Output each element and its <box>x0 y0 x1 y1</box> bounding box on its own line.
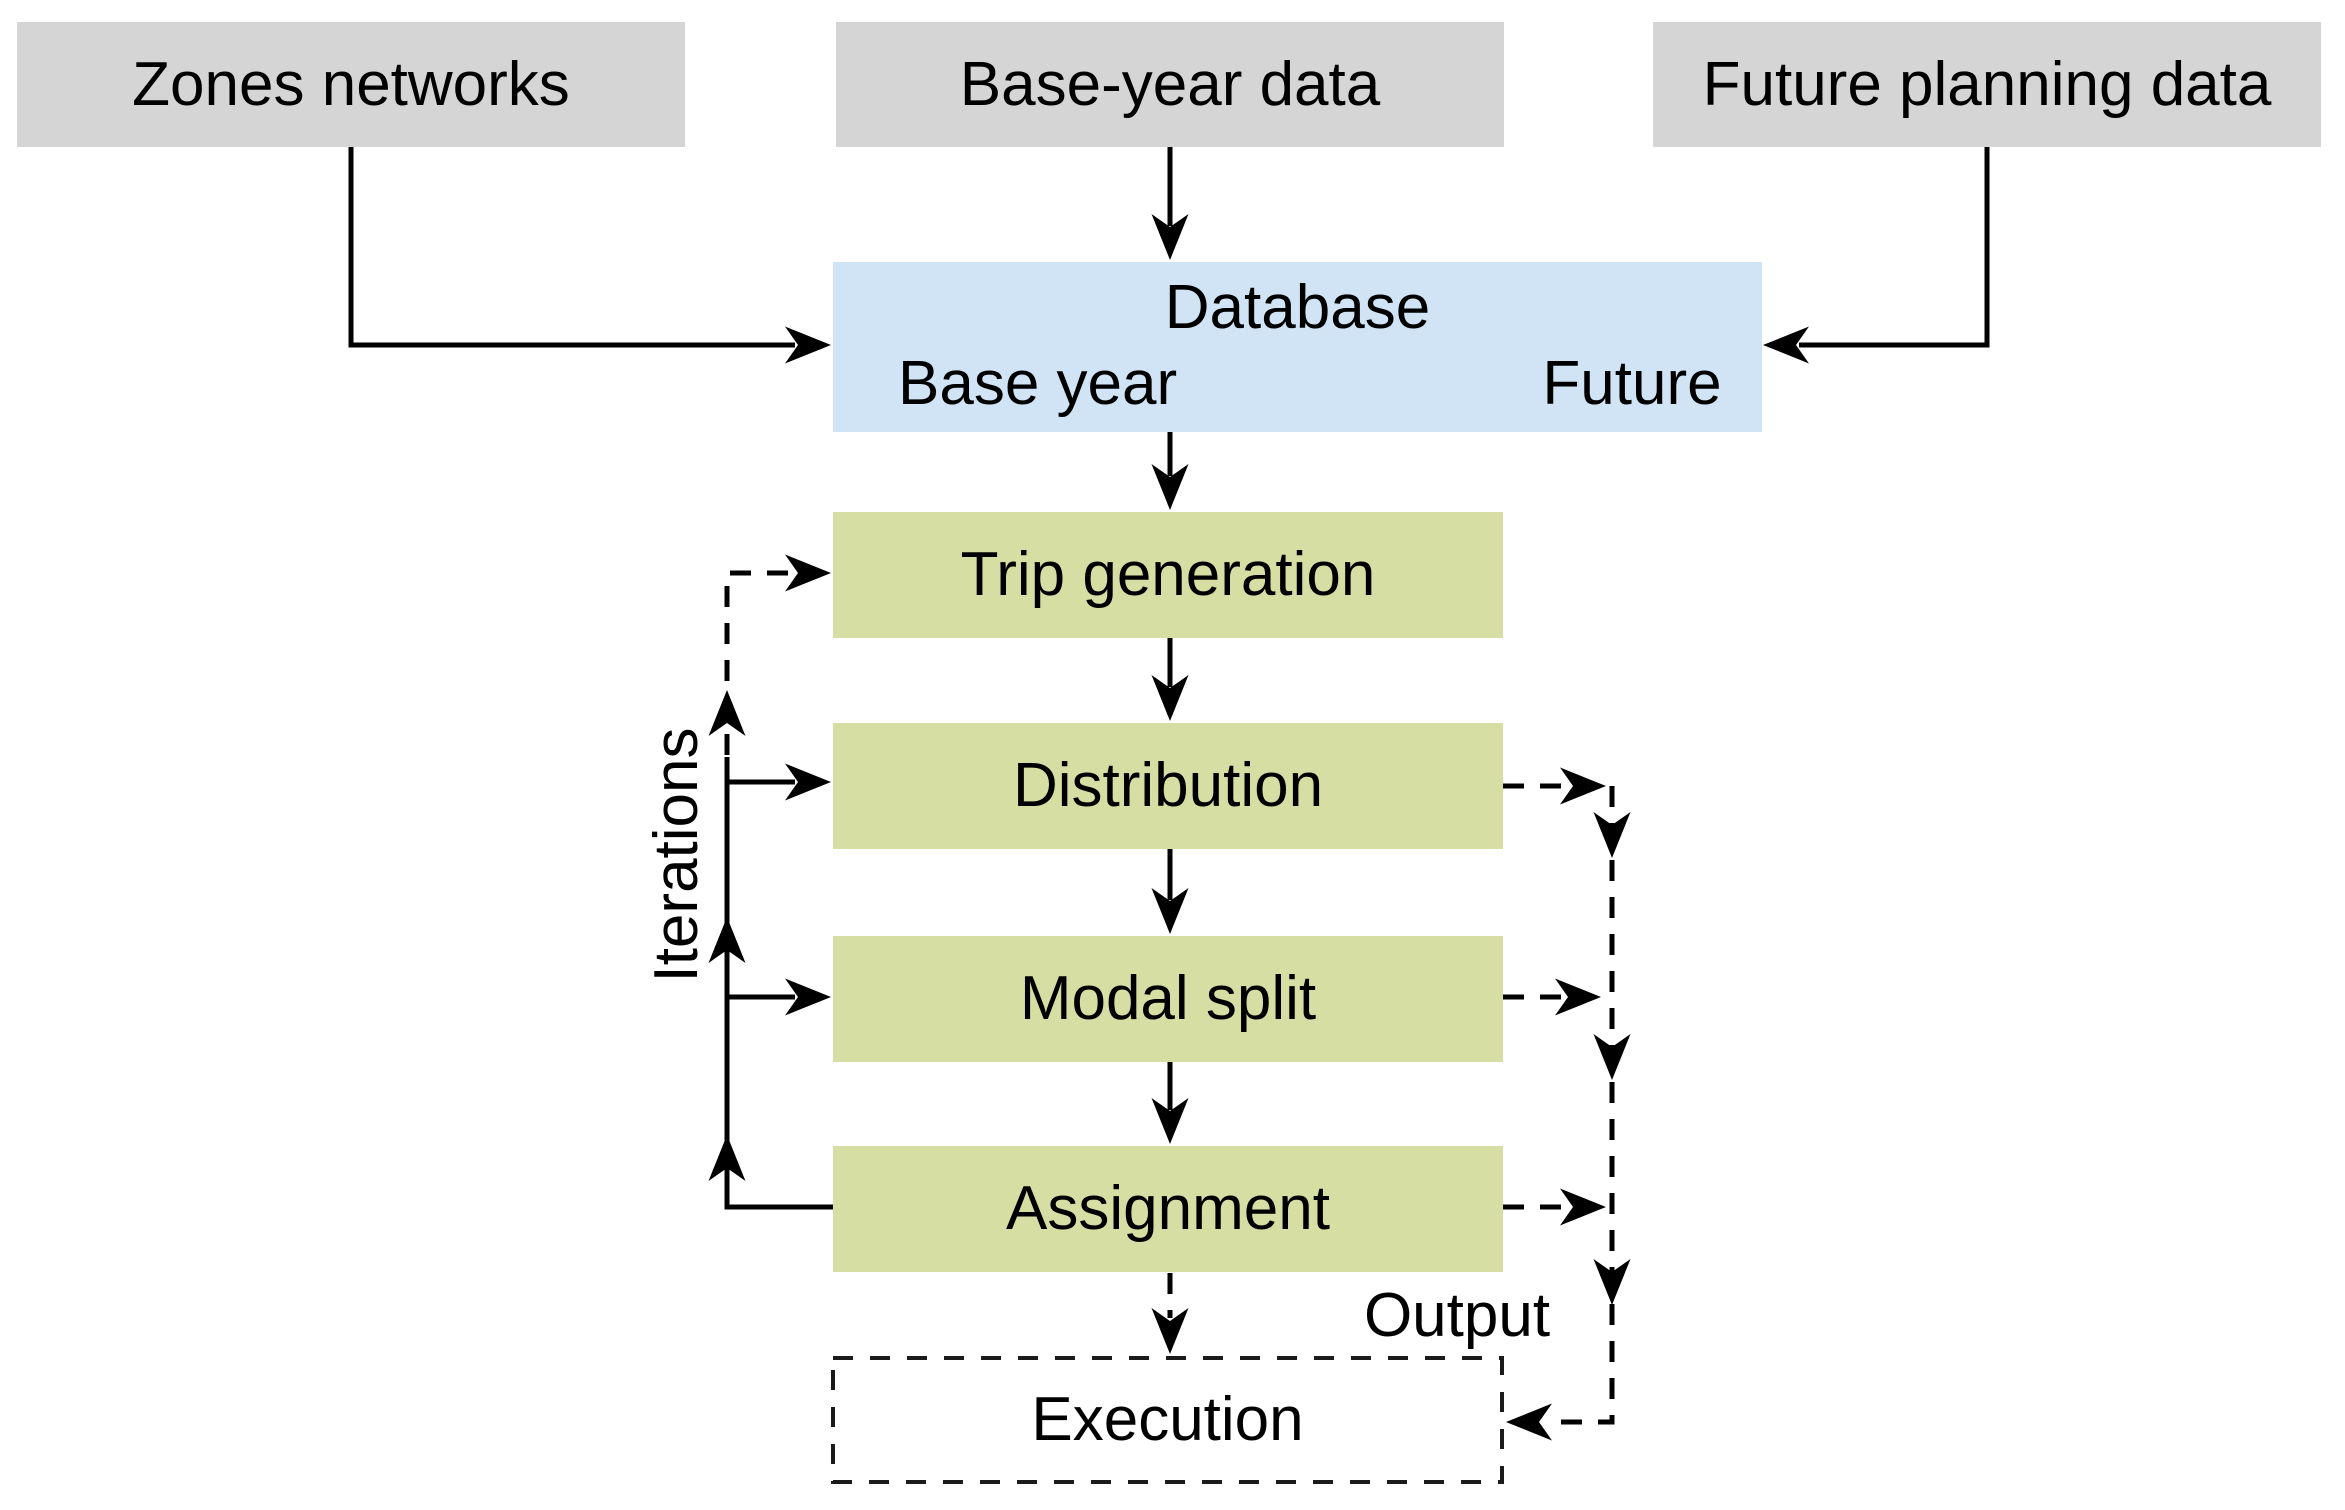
modal-split-label: Modal split <box>1019 964 1317 1033</box>
database-title: Database <box>1164 273 1431 342</box>
zones-networks-label: Zones networks <box>132 49 570 119</box>
base-year-data-label: Base-year data <box>959 49 1381 119</box>
zones-networks-box: Zones networks <box>17 22 685 147</box>
modal-split-box: Modal split <box>833 936 1503 1062</box>
future-planning-data-box: Future planning data <box>1653 22 2321 147</box>
execution-label: Execution <box>1031 1385 1304 1454</box>
execution-box: Execution <box>833 1358 1502 1482</box>
base-year-data-box: Base-year data <box>836 22 1504 147</box>
assignment-box: Assignment <box>833 1146 1503 1272</box>
trip-generation-box: Trip generation <box>833 512 1503 638</box>
assignment-label: Assignment <box>1006 1174 1330 1243</box>
database-future-label: Future <box>1542 349 1722 418</box>
iterations-annotation: Iterations <box>642 727 711 983</box>
distribution-label: Distribution <box>1012 751 1324 820</box>
trip-generation-label: Trip generation <box>960 540 1376 609</box>
output-annotation: Output <box>1363 1281 1551 1350</box>
distribution-box: Distribution <box>833 723 1503 849</box>
database-base-year-label: Base year <box>898 349 1178 418</box>
database-box <box>833 262 1762 432</box>
future-planning-data-label: Future planning data <box>1702 49 2272 119</box>
